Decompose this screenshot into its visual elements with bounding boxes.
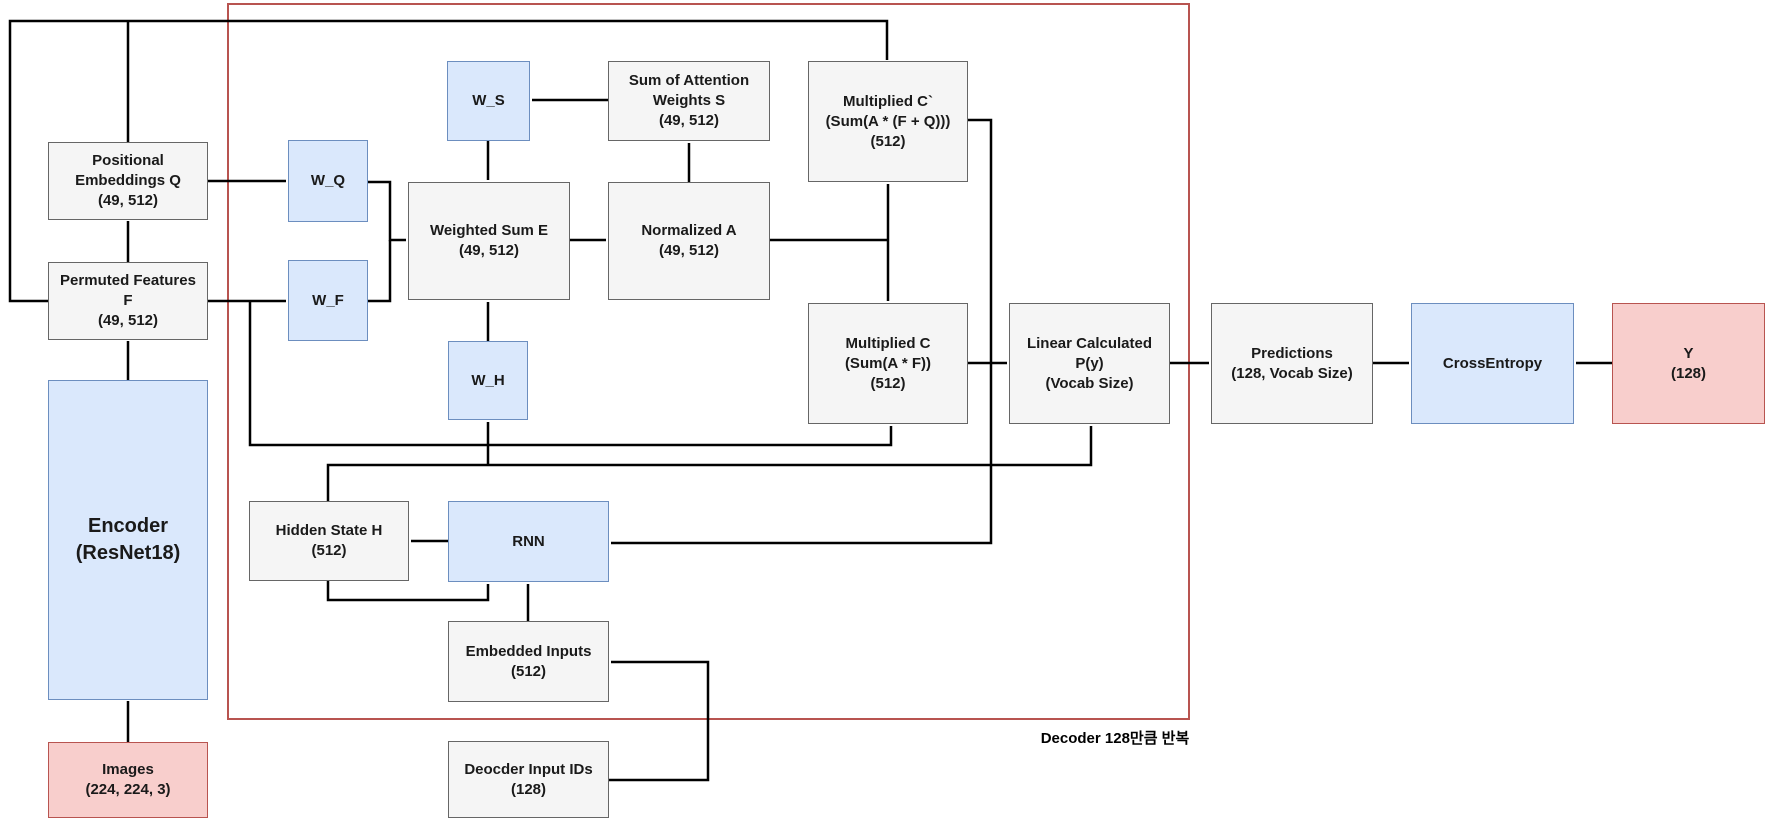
node-multiplied-c-prime: Multiplied C` (Sum(A * (F + Q))) (512) <box>808 61 968 182</box>
label-line: RNN <box>512 532 545 550</box>
decoder-caption-title: Decoder <box>1040 730 1101 747</box>
label-line: (49, 512) <box>97 192 159 209</box>
label-line: (512) <box>870 374 906 392</box>
node-encoder-resnet18: Encoder (ResNet18) <box>48 380 208 700</box>
label-line: Embedded Inputs <box>465 642 592 660</box>
arrow-f-q-to-cprime <box>8 19 889 303</box>
label-line: CrossEntropy <box>1442 354 1543 372</box>
label-line: Multiplied C` <box>843 92 933 110</box>
arrow-decids-to-embedded <box>609 660 710 782</box>
node-weighted-sum-e: Weighted Sum E (49, 512) <box>408 182 570 300</box>
label-line: (Vocab Size) <box>1045 374 1134 392</box>
node-normalized-a: Normalized A (49, 512) <box>608 182 770 300</box>
label-line: Embeddings Q <box>75 172 181 189</box>
label-line: Sum of Attention <box>628 72 750 89</box>
label-line: (Sum(A * F)) <box>844 354 932 372</box>
arrow-f-branch-to-c <box>248 301 893 447</box>
label-line: Predictions <box>1251 344 1333 362</box>
node-decoder-input-ids: Deocder Input IDs (128) <box>448 741 609 818</box>
label-line: (128) <box>1670 364 1707 382</box>
node-w-s: W_S <box>447 61 530 141</box>
node-crossentropy: CrossEntropy <box>1411 303 1574 424</box>
node-positional-embeddings-q: Positional Embeddings Q (49, 512) <box>48 142 208 220</box>
label-line: Encoder <box>87 515 169 537</box>
label-line: F <box>123 292 133 309</box>
node-embedded-inputs: Embedded Inputs (512) <box>448 621 609 702</box>
arrow-hidden-recurrence-to-rnn <box>326 581 490 602</box>
label-line: Linear Calculated <box>1026 334 1153 352</box>
node-y-labels: Y (128) <box>1612 303 1765 424</box>
label-line: Images <box>102 761 154 778</box>
label-line: W_S <box>472 92 505 109</box>
label-line: W_Q <box>310 172 346 189</box>
label-line: P(y) <box>1075 354 1104 372</box>
label-line: Weighted Sum E <box>429 222 549 239</box>
label-line: Normalized A <box>641 222 737 239</box>
arrow-cprime-to-rnn <box>611 118 993 545</box>
label-line: (512) <box>510 662 547 680</box>
label-line: W_F <box>312 291 344 309</box>
label-line: Weights S <box>652 92 726 109</box>
label-line: (ResNet18) <box>75 542 181 564</box>
arrow-h-to-linear <box>326 426 1093 501</box>
node-permuted-features-f: Permuted Features F (49, 512) <box>48 262 208 340</box>
label-line: Positional <box>92 152 164 169</box>
node-predictions: Predictions (128, Vocab Size) <box>1211 303 1373 424</box>
label-line: (224, 224, 3) <box>85 781 171 798</box>
label-line: (49, 512) <box>658 242 720 259</box>
node-linear-calculated-py: Linear Calculated P(y) (Vocab Size) <box>1009 303 1170 424</box>
node-sum-attention-weights-s: Sum of Attention Weights S (49, 512) <box>608 61 770 141</box>
node-hidden-state-h: Hidden State H (512) <box>249 501 409 581</box>
node-w-h: W_H <box>448 341 528 420</box>
label-line: (49, 512) <box>458 242 520 259</box>
node-images: Images (224, 224, 3) <box>48 742 208 818</box>
decoder-caption: Decoder 128만큼 반복 <box>1015 729 1215 749</box>
label-line: Permuted Features <box>60 272 196 289</box>
label-line: (Sum(A * (F + Q))) <box>825 112 951 130</box>
decoder-caption-subtitle: 128만큼 반복 <box>1104 730 1190 747</box>
node-multiplied-c: Multiplied C (Sum(A * F)) (512) <box>808 303 968 424</box>
arrow-wq-wf-to-e <box>368 180 406 242</box>
node-rnn: RNN <box>448 501 609 582</box>
label-line: (512) <box>311 542 347 559</box>
node-w-f: W_F <box>288 260 368 341</box>
wire-wf-merge <box>368 240 392 303</box>
label-line: Deocder Input IDs <box>464 760 593 778</box>
label-line: (128) <box>510 780 547 798</box>
label-line: (512) <box>870 132 906 150</box>
label-line: (49, 512) <box>97 312 159 329</box>
label-line: Multiplied C <box>845 334 931 352</box>
label-line: Y <box>1683 344 1694 362</box>
label-line: Hidden State H <box>275 522 383 539</box>
label-line: (49, 512) <box>658 112 720 129</box>
label-line: W_H <box>471 371 505 389</box>
label-line: (128, Vocab Size) <box>1231 364 1353 382</box>
node-w-q: W_Q <box>288 140 368 222</box>
